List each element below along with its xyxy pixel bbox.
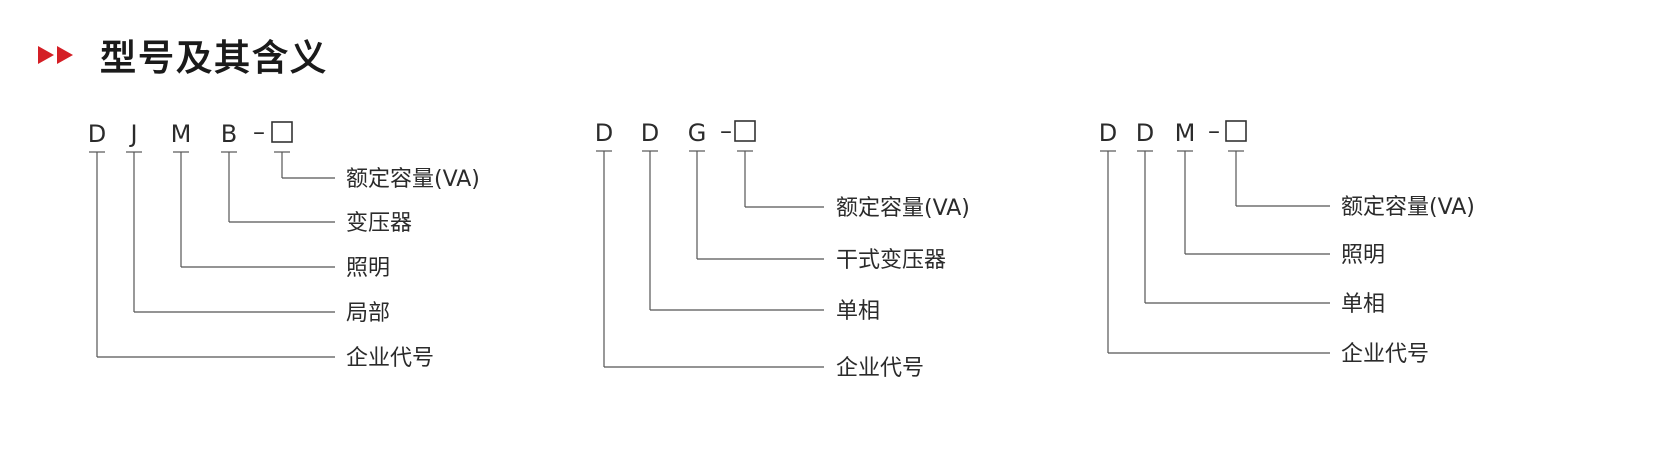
double-play-arrow-icon bbox=[38, 46, 76, 64]
meaning-label: 单相 bbox=[1341, 292, 1385, 317]
code-letter: D bbox=[595, 119, 613, 147]
page-title: 型号及其含义 bbox=[100, 38, 329, 79]
capacity-placeholder-box bbox=[271, 121, 293, 143]
code-letter: D bbox=[641, 119, 659, 147]
code-letter: M bbox=[171, 120, 192, 148]
code-letter: B bbox=[221, 120, 237, 148]
meaning-label: 额定容量(VA) bbox=[346, 167, 480, 192]
capacity-placeholder-box bbox=[734, 120, 756, 142]
meaning-label: 企业代号 bbox=[1341, 342, 1429, 367]
code-letter: D bbox=[1136, 119, 1154, 147]
section-header: 型号及其含义 bbox=[38, 30, 328, 80]
play-arrow-icon bbox=[38, 46, 54, 64]
code-letter: G bbox=[688, 119, 707, 147]
code-separator: – bbox=[253, 118, 265, 146]
meaning-label: 企业代号 bbox=[836, 356, 924, 381]
meaning-label: 局部 bbox=[346, 301, 390, 326]
capacity-placeholder-box bbox=[1225, 120, 1247, 142]
meaning-label: 变压器 bbox=[346, 211, 412, 236]
play-arrow-icon bbox=[57, 46, 73, 64]
meaning-label: 照明 bbox=[346, 256, 390, 281]
code-separator: – bbox=[720, 117, 732, 145]
meaning-label: 照明 bbox=[1341, 243, 1385, 268]
meaning-label: 额定容量(VA) bbox=[1341, 195, 1475, 220]
code-separator: – bbox=[1208, 117, 1220, 145]
code-letter: D bbox=[1099, 119, 1117, 147]
code-letter: J bbox=[128, 120, 137, 148]
meaning-label: 干式变压器 bbox=[836, 248, 946, 273]
meaning-label: 单相 bbox=[836, 299, 880, 324]
meaning-label: 额定容量(VA) bbox=[836, 196, 970, 221]
meaning-label: 企业代号 bbox=[346, 346, 434, 371]
code-letter: M bbox=[1175, 119, 1196, 147]
code-letter: D bbox=[88, 120, 106, 148]
